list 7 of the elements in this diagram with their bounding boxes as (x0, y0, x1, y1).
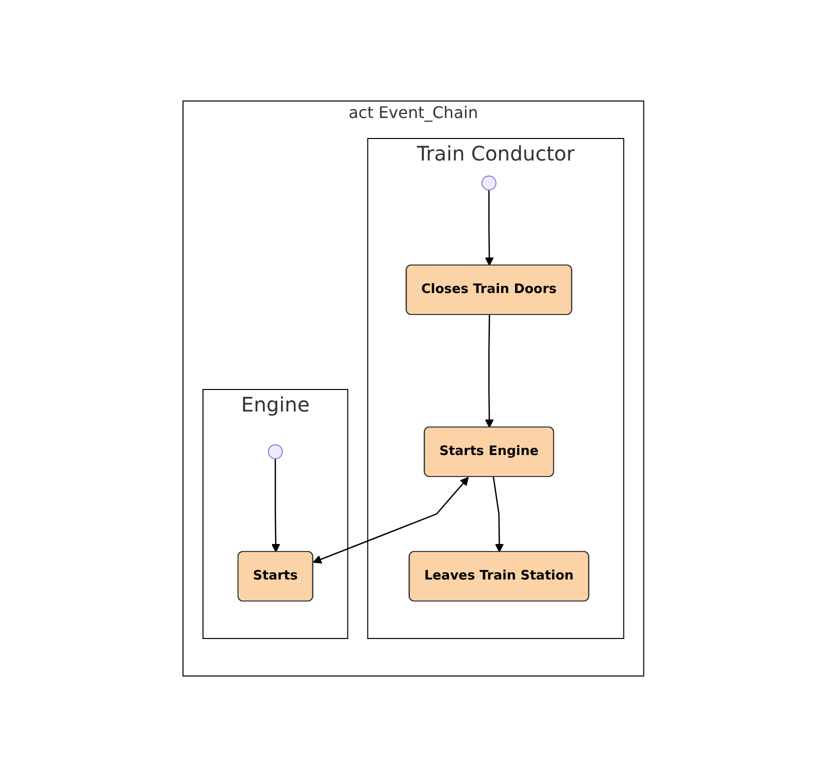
node-circle (268, 444, 284, 459)
arrow (485, 190, 494, 266)
node-circle (482, 175, 497, 190)
arrow (312, 476, 469, 564)
arrow (485, 314, 494, 428)
arrow (272, 458, 280, 552)
arrow (492, 476, 504, 552)
